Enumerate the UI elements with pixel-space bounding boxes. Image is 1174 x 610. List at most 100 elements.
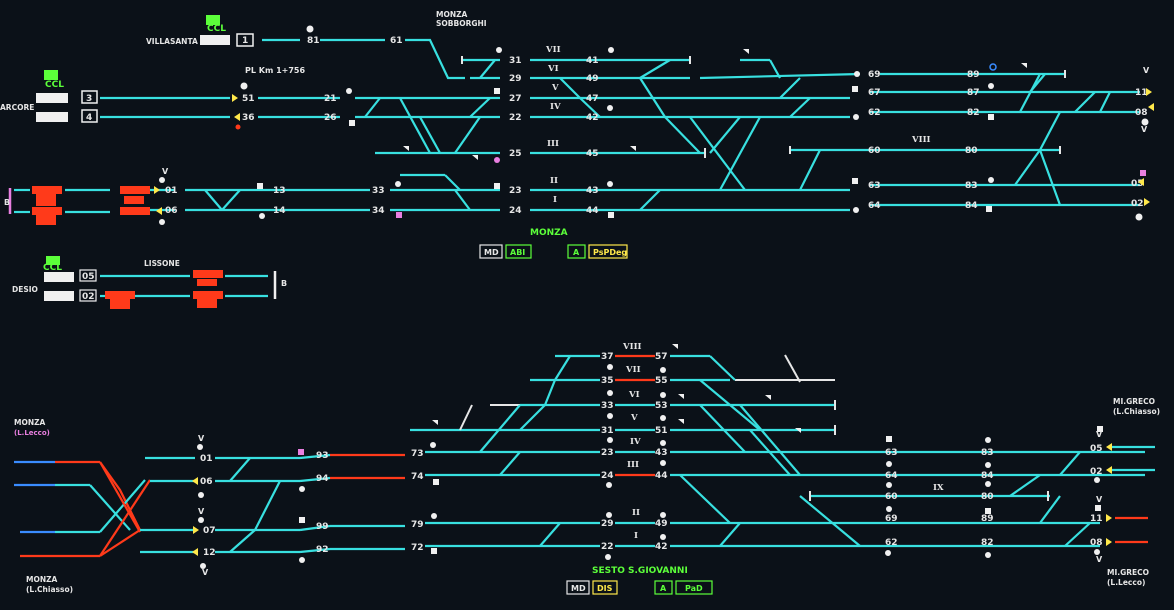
block-villasanta-box[interactable] [200, 35, 230, 45]
signal-74[interactable]: 74 [411, 472, 424, 482]
signal-14[interactable]: 14 [273, 206, 286, 216]
block-3-box[interactable] [81, 90, 98, 104]
signal-head-01[interactable] [154, 186, 160, 194]
signal-94[interactable]: 94 [316, 474, 329, 484]
signal-25[interactable]: 25 [509, 149, 522, 159]
signal-head-05s[interactable] [1106, 443, 1112, 451]
signal-08[interactable]: 08 [1135, 108, 1148, 118]
signal-63s[interactable]: 63 [885, 448, 898, 458]
signal-27[interactable]: 27 [509, 94, 522, 104]
signal-79[interactable]: 79 [411, 520, 424, 530]
signal-01[interactable]: 01 [165, 186, 178, 196]
block-arcore-3-box[interactable] [36, 93, 68, 103]
signal-11[interactable]: 11 [1135, 88, 1148, 98]
signal-41[interactable]: 41 [586, 56, 599, 66]
signal-head-02s[interactable] [1106, 466, 1112, 474]
block-1-box[interactable] [236, 33, 254, 47]
signal-43[interactable]: 43 [586, 186, 599, 196]
signal-34[interactable]: 34 [372, 206, 385, 216]
signal-head-02[interactable] [1144, 198, 1150, 206]
signal-s01[interactable]: 01 [200, 454, 213, 464]
signal-62[interactable]: 62 [868, 108, 881, 118]
signal-23[interactable]: 23 [509, 186, 522, 196]
signal-44[interactable]: 44 [586, 206, 599, 216]
signal-head-11[interactable] [1146, 88, 1152, 96]
signal-42[interactable]: 42 [586, 113, 599, 123]
signal-82[interactable]: 82 [967, 108, 980, 118]
button-dis[interactable] [592, 580, 618, 595]
signal-24[interactable]: 24 [509, 206, 522, 216]
button-a-monza[interactable] [567, 244, 586, 259]
signal-31s[interactable]: 31 [601, 426, 614, 436]
signal-64s[interactable]: 64 [885, 471, 898, 481]
signal-55[interactable]: 55 [655, 376, 668, 386]
signal-45[interactable]: 45 [586, 149, 599, 159]
signal-02[interactable]: 02 [1131, 199, 1144, 209]
signal-73[interactable]: 73 [411, 449, 424, 459]
signal-61[interactable]: 61 [390, 36, 403, 46]
signal-head-11s[interactable] [1106, 514, 1112, 522]
signal-43s[interactable]: 43 [655, 448, 668, 458]
signal-89s[interactable]: 89 [981, 514, 994, 524]
signal-head-s07[interactable] [193, 526, 199, 534]
signal-29s[interactable]: 29 [601, 519, 614, 529]
signal-44s[interactable]: 44 [655, 471, 668, 481]
signal-head-s12[interactable] [192, 548, 198, 556]
signal-82s[interactable]: 82 [981, 538, 994, 548]
block-lissone-02-box[interactable] [44, 291, 74, 301]
signal-23s[interactable]: 23 [601, 448, 614, 458]
signal-s06[interactable]: 06 [200, 477, 213, 487]
signal-31[interactable]: 31 [509, 56, 522, 66]
signal-head-08s[interactable] [1106, 538, 1112, 546]
signal-11s[interactable]: 11 [1090, 514, 1103, 524]
signal-62s[interactable]: 62 [885, 538, 898, 548]
signal-89[interactable]: 89 [967, 70, 980, 80]
signal-26[interactable]: 26 [324, 113, 337, 123]
signal-08s[interactable]: 08 [1090, 538, 1103, 548]
signal-69s[interactable]: 69 [885, 514, 898, 524]
signal-13[interactable]: 13 [273, 186, 286, 196]
signal-60s[interactable]: 60 [885, 492, 898, 502]
signal-84[interactable]: 84 [965, 201, 978, 211]
signal-35[interactable]: 35 [601, 376, 614, 386]
signal-49s[interactable]: 49 [655, 519, 668, 529]
signal-head-08[interactable] [1148, 103, 1154, 111]
signal-05[interactable]: 05 [1131, 179, 1144, 189]
signal-51s[interactable]: 51 [655, 426, 668, 436]
button-a-sesto[interactable] [654, 580, 673, 595]
signal-24s[interactable]: 24 [601, 471, 614, 481]
signal-21[interactable]: 21 [324, 94, 337, 104]
signal-33[interactable]: 33 [372, 186, 385, 196]
signal-69[interactable]: 69 [868, 70, 881, 80]
signal-22[interactable]: 22 [509, 113, 522, 123]
signal-60[interactable]: 60 [868, 146, 881, 156]
signal-head-s06[interactable] [192, 477, 198, 485]
block-4-box[interactable] [81, 109, 98, 123]
signal-93[interactable]: 93 [316, 451, 329, 461]
signal-47[interactable]: 47 [586, 94, 599, 104]
signal-92[interactable]: 92 [316, 545, 329, 555]
signal-s07[interactable]: 07 [203, 526, 216, 536]
signal-head-36[interactable] [234, 113, 240, 121]
signal-head-05[interactable] [1138, 178, 1144, 186]
button-abi[interactable] [505, 244, 532, 259]
block-lissone-05-box[interactable] [44, 272, 74, 282]
signal-72[interactable]: 72 [411, 543, 424, 553]
signal-head-51[interactable] [232, 94, 238, 102]
signal-51[interactable]: 51 [242, 94, 255, 104]
block-02-box[interactable] [79, 289, 97, 302]
button-pad[interactable] [675, 580, 713, 595]
block-05-box[interactable] [79, 269, 97, 282]
button-md-sesto[interactable] [566, 580, 590, 595]
signal-42s[interactable]: 42 [655, 542, 668, 552]
signal-64[interactable]: 64 [868, 201, 881, 211]
signal-36[interactable]: 36 [242, 113, 255, 123]
signal-53[interactable]: 53 [655, 401, 668, 411]
signal-67[interactable]: 67 [868, 88, 881, 98]
signal-83s[interactable]: 83 [981, 448, 994, 458]
button-pspdeg[interactable] [588, 244, 628, 259]
signal-05s[interactable]: 05 [1090, 444, 1103, 454]
block-arcore-4-box[interactable] [36, 112, 68, 122]
signal-87[interactable]: 87 [967, 88, 980, 98]
signal-83[interactable]: 83 [965, 181, 978, 191]
